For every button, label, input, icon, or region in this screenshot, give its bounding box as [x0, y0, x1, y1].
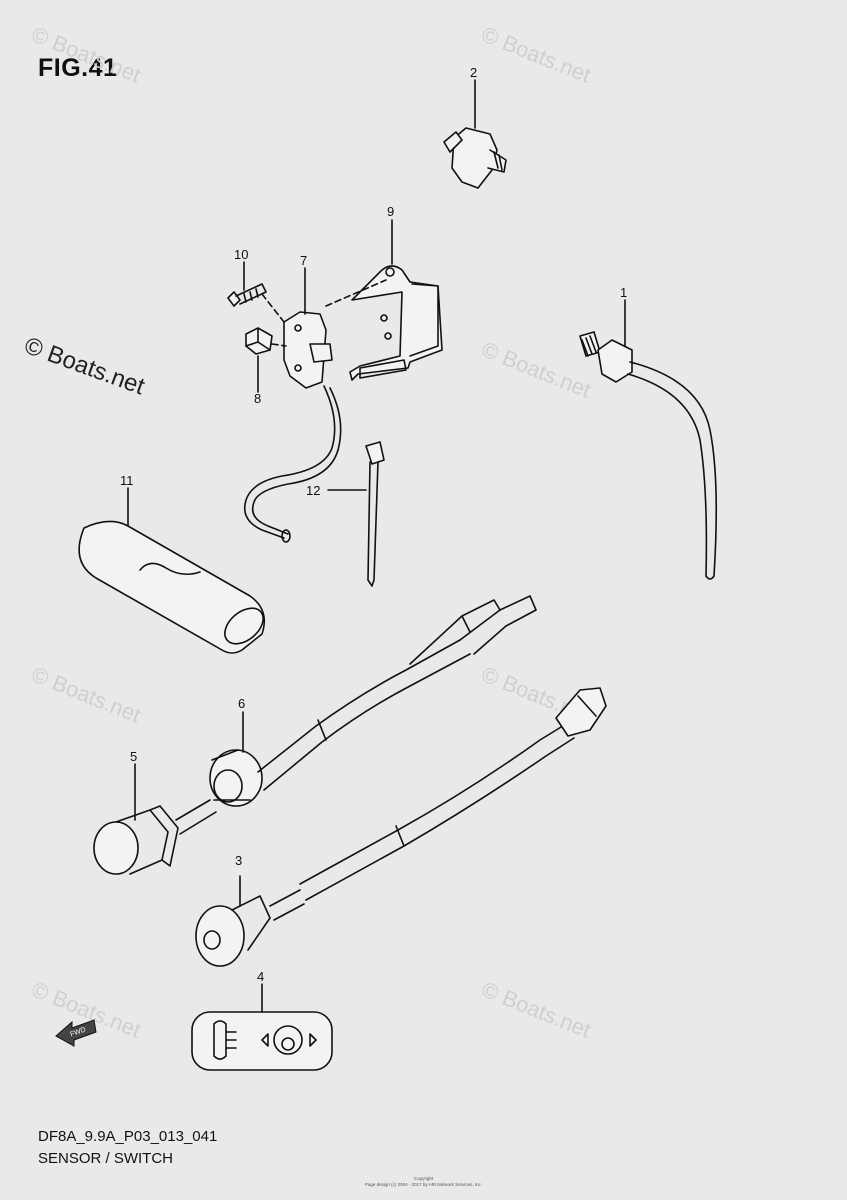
part-2-sensor — [443, 127, 507, 189]
part-11-sleeve — [78, 520, 266, 654]
callout-3: 3 — [235, 853, 242, 868]
callout-10: 10 — [234, 247, 248, 262]
figure-title: FIG.41 — [38, 54, 118, 82]
diagram-code: DF8A_9.9A_P03_013_041 — [38, 1128, 218, 1145]
watermark: © Boats.net — [478, 976, 594, 1042]
watermark: © Boats.net — [28, 661, 144, 727]
callout-7: 7 — [300, 253, 307, 268]
watermark: © Boats.net — [28, 21, 144, 87]
part-4-label-plate — [191, 1011, 333, 1071]
callout-12: 12 — [306, 483, 320, 498]
part-8-nut — [245, 327, 273, 355]
part-10-screw — [227, 283, 267, 307]
part-12-cable-tie — [365, 441, 385, 587]
part-1-sensor — [579, 331, 718, 580]
watermark: © Boats.net — [478, 21, 594, 87]
part-7-switch — [243, 311, 342, 543]
callout-1: 1 — [620, 285, 627, 300]
part-3-switch — [195, 687, 607, 967]
callout-8: 8 — [254, 391, 261, 406]
callout-2: 2 — [470, 65, 477, 80]
callout-9: 9 — [387, 204, 394, 219]
fwd-arrow-icon: FWD — [55, 1019, 97, 1047]
callout-11: 11 — [120, 473, 134, 488]
part-9-bracket — [349, 265, 443, 381]
callout-6: 6 — [238, 696, 245, 711]
diagram-caption: SENSOR / SWITCH — [38, 1150, 174, 1167]
callout-5: 5 — [130, 749, 137, 764]
part-5-switch — [93, 595, 537, 875]
footer-copyright-text: Page design (c) 2004 - 2017 by ARI Netwo… — [364, 1182, 483, 1187]
part-6-grommet — [209, 749, 263, 807]
watermark: © Boats.net — [478, 336, 594, 402]
callout-4: 4 — [257, 969, 264, 984]
callout-labels: 2 1 9 10 7 8 11 12 6 5 3 4 — [120, 65, 627, 984]
footer-copyright-title: Copyright — [413, 1176, 434, 1181]
